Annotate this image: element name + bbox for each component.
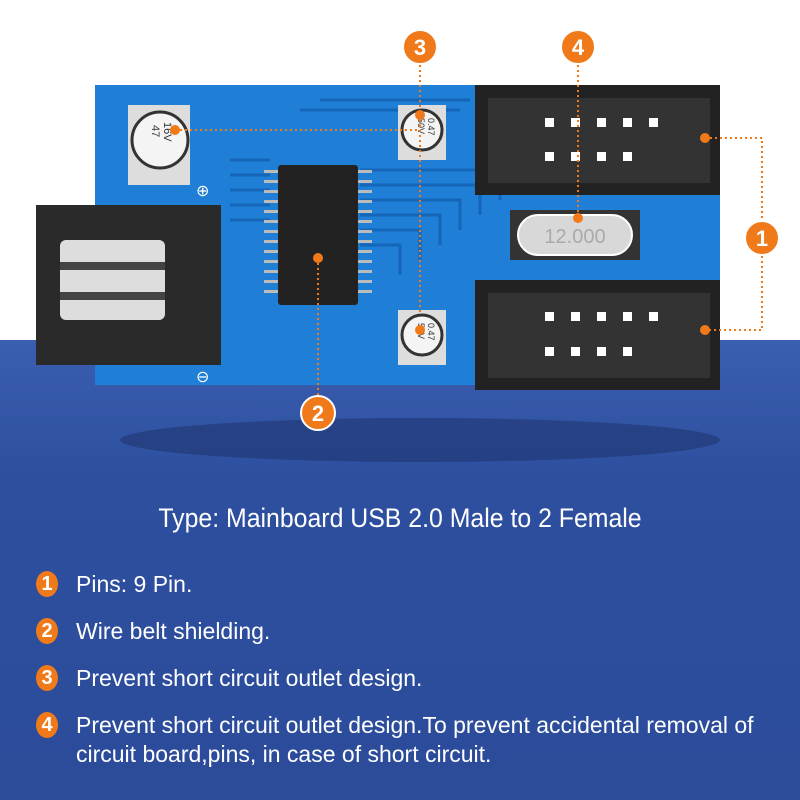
svg-text:3: 3 [414, 35, 426, 60]
svg-text:12.000: 12.000 [544, 226, 605, 248]
number-badge: 2 [36, 618, 58, 644]
blue-background [0, 340, 800, 800]
svg-text:47: 47 [149, 125, 161, 137]
number-badge: 1 [36, 571, 58, 597]
callout-3: 3 [402, 29, 438, 65]
svg-text:4: 4 [572, 35, 585, 60]
svg-text:2: 2 [312, 401, 324, 426]
number-badge: 4 [36, 712, 58, 738]
controller-chip [278, 165, 358, 305]
plus-symbol: ⊕ [196, 183, 209, 200]
capacitor: 47 16V [128, 105, 190, 185]
product-title: Type: Mainboard USB 2.0 Male to 2 Female [158, 503, 642, 533]
svg-text:1: 1 [756, 226, 768, 251]
usb-female-header-bottom [475, 280, 720, 390]
callout-2: 2 [300, 395, 336, 431]
usb-hub-board-illustration: ⊕ ⊖ 47 16V 0.47 50V 0.47 50V 12.000 3 4 … [36, 29, 780, 462]
number-badge: 3 [36, 665, 58, 691]
svg-text:0.47: 0.47 [426, 118, 436, 136]
capacitor: 0.47 50V [398, 310, 446, 365]
svg-text:0.47: 0.47 [426, 323, 436, 341]
minus-symbol: ⊖ [196, 369, 209, 386]
callout-1: 1 [744, 220, 780, 256]
callout-4: 4 [560, 29, 596, 65]
svg-text:16V: 16V [161, 122, 173, 142]
usb-female-header-top [475, 85, 720, 195]
